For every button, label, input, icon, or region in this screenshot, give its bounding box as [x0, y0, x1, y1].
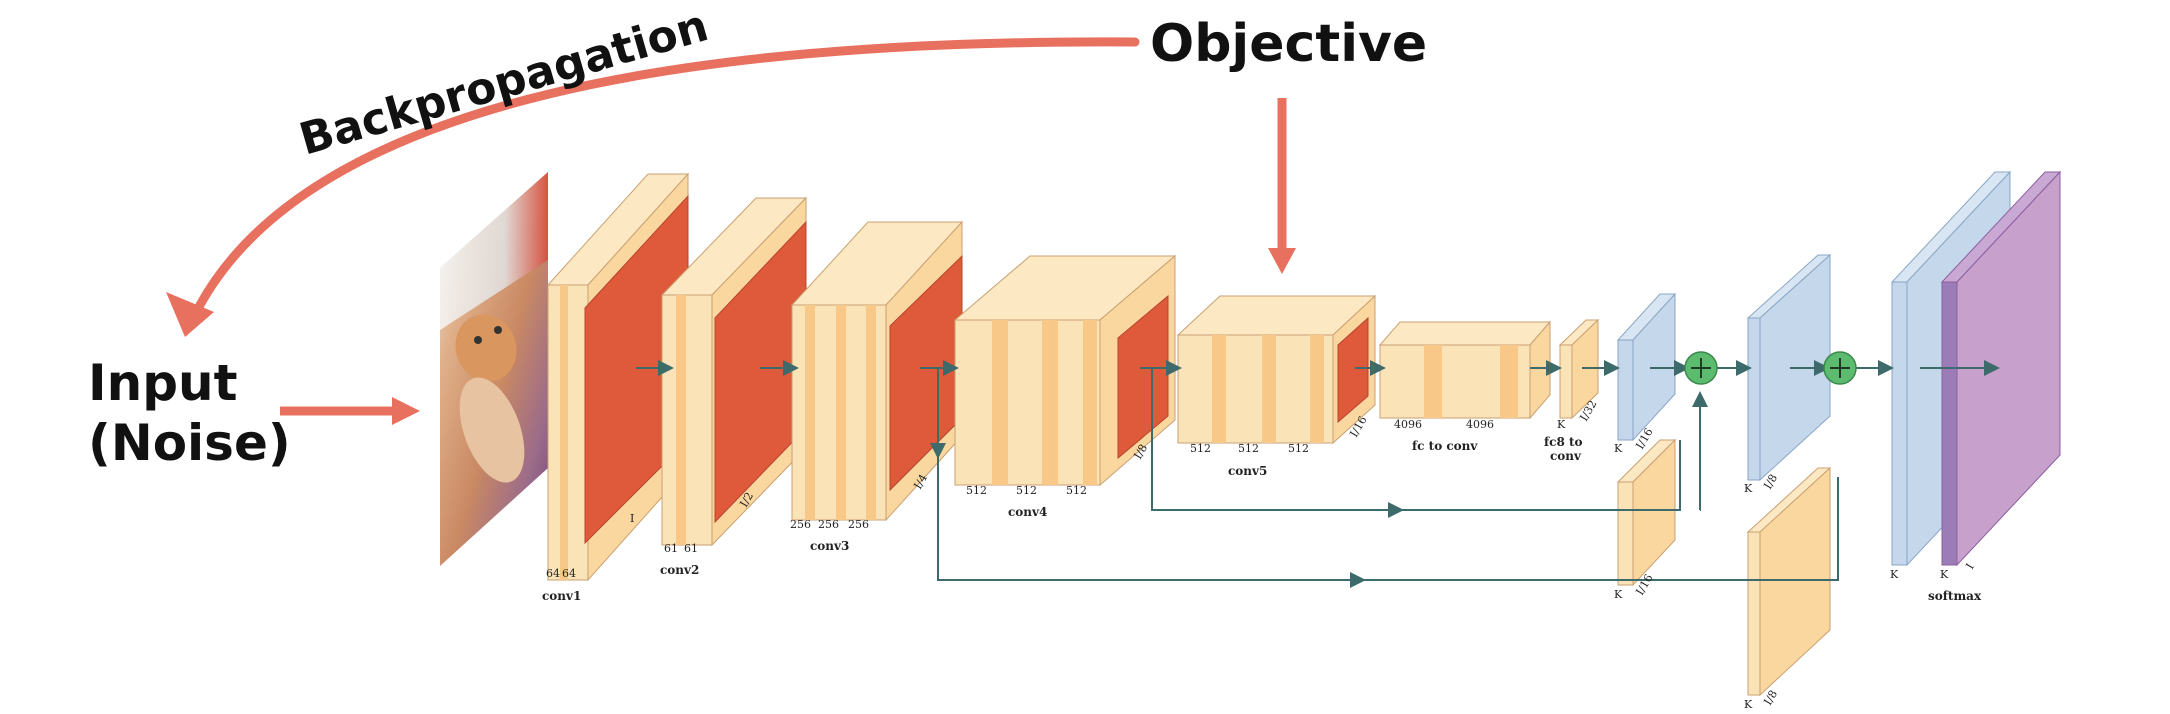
- conv4-block: [953, 254, 1177, 487]
- conv3-dim-a: 256: [790, 518, 811, 531]
- conv5-label: conv5: [1228, 464, 1267, 478]
- fc-dim-a: 4096: [1394, 418, 1422, 431]
- conv3-dim-b: 256: [818, 518, 839, 531]
- objective-arrowhead: [1268, 248, 1296, 274]
- backprop-arrow: [195, 37, 1140, 310]
- conv1-scale: I: [630, 512, 634, 525]
- conv4-label: conv4: [1008, 505, 1047, 519]
- skip1-block: [1616, 438, 1677, 587]
- fc-dim-b: 4096: [1466, 418, 1494, 431]
- conv1-dim-a: 64: [546, 567, 560, 580]
- skip2-k: K: [1744, 698, 1753, 711]
- conv5-dim-c: 512: [1288, 442, 1309, 455]
- fc8-k: K: [1557, 418, 1566, 431]
- input-image: [440, 172, 548, 566]
- conv1-dim-b: 64: [562, 567, 576, 580]
- skip2-block: [1746, 466, 1832, 697]
- softmax-k: K: [1940, 568, 1949, 581]
- conv4-dim-a: 512: [966, 484, 987, 497]
- conv3-dim-c: 256: [848, 518, 869, 531]
- fc-to-conv-label: fc to conv: [1412, 439, 1478, 453]
- softmax-label: softmax: [1928, 589, 1982, 603]
- conv3-label: conv3: [810, 539, 849, 553]
- skip-connection-conv3: [930, 368, 1839, 588]
- fc8-label-line2: conv: [1550, 449, 1582, 463]
- fc-to-conv-block: [1378, 320, 1552, 420]
- conv1-label: conv1: [542, 589, 581, 603]
- conv2-dim-b: 61: [684, 542, 698, 555]
- out-k: K: [1890, 568, 1899, 581]
- input-arrowhead: [392, 397, 420, 425]
- backpropagation-label: Backpropagation: [294, 0, 714, 165]
- skip1-k: K: [1614, 588, 1623, 601]
- sum-node-2: [1823, 351, 1857, 385]
- conv2-label: conv2: [660, 563, 699, 577]
- conv3-block: [790, 220, 964, 522]
- up1-k: K: [1614, 442, 1623, 455]
- conv5-dim-a: 512: [1190, 442, 1211, 455]
- skip-connection-conv4: [1151, 368, 1708, 518]
- softmax-block: [1940, 170, 2062, 567]
- up2-k: K: [1744, 482, 1753, 495]
- input-label-line2: (Noise): [88, 414, 291, 472]
- fc8-label-line1: fc8 to: [1544, 435, 1583, 449]
- sum-node-1: [1684, 351, 1718, 385]
- conv2-dim-a: 61: [664, 542, 678, 555]
- conv4-dim-b: 512: [1016, 484, 1037, 497]
- softmax-scale: I: [1963, 561, 1976, 571]
- conv2-block: [660, 196, 808, 547]
- conv5-dim-b: 512: [1238, 442, 1259, 455]
- conv4-dim-c: 512: [1066, 484, 1087, 497]
- backprop-arrowhead: [166, 292, 214, 337]
- conv5-block: [1176, 294, 1377, 445]
- input-label-line1: Input: [88, 354, 238, 412]
- objective-label: Objective: [1150, 14, 1427, 74]
